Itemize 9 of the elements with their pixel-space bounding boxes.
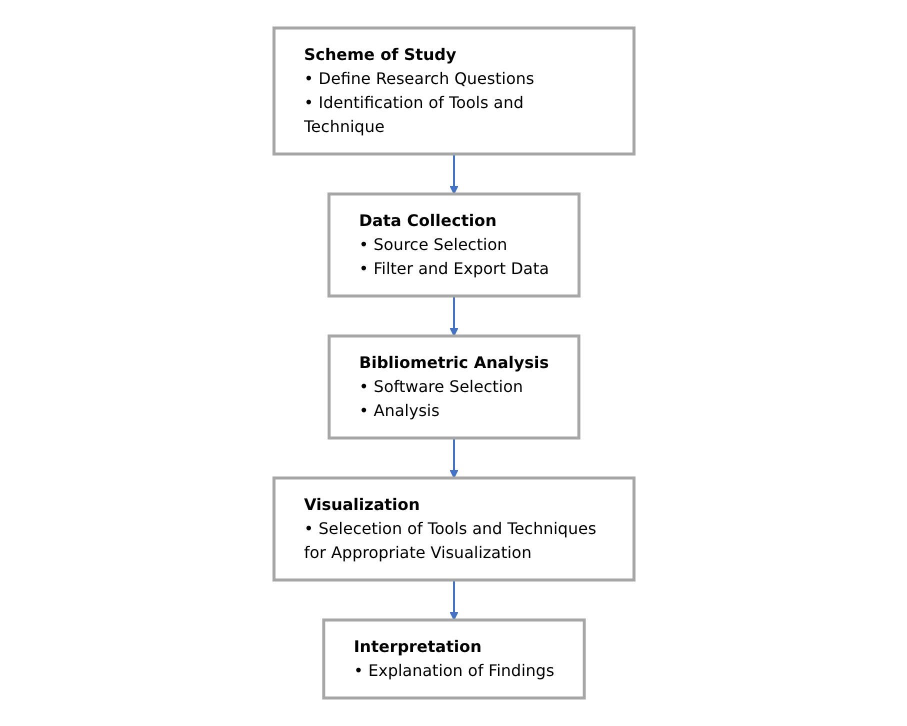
arrow — [449, 296, 458, 336]
node-box: Data Collection • Source Selection • Filter and Export Data — [326, 192, 580, 298]
arrow — [449, 154, 458, 194]
node-box: Scheme of Study • Define Research Questions • Identification of Tools and Technique — [272, 26, 635, 156]
node-box: Visualization • Selecetion of Tools and Techniques for Appropriate Visualization — [272, 476, 635, 582]
arrow — [449, 580, 458, 620]
node-box: Interpretation • Explanation of Findings — [322, 618, 586, 700]
arrow — [449, 438, 458, 478]
node-box: Bibliometric Analysis • Software Selection • Analysis — [327, 334, 580, 440]
